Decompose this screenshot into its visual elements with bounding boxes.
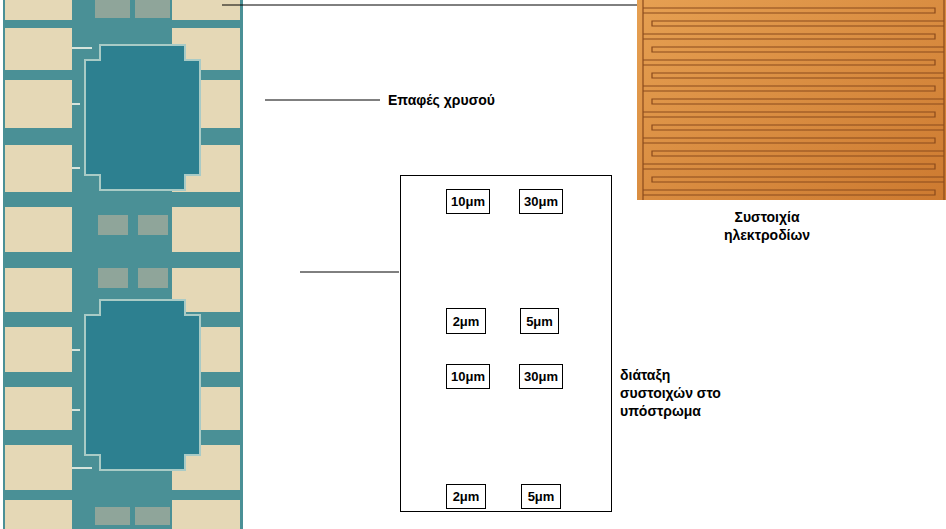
size-label: 5μm [528,489,555,504]
size-label: 5μm [526,314,553,329]
leader-line [222,5,637,6]
array-size-box: 5μm [520,308,559,334]
array-size-box: 10μm [446,189,490,214]
electrode-area [85,45,200,190]
gold-pads [5,0,240,529]
array-size-box: 30μm [519,189,563,214]
array-size-box: 30μm [519,364,563,389]
array-size-box: 2μm [446,308,486,334]
size-label: 30μm [524,369,558,384]
layout-heading: διάταξη συστοιχών στο υπόστρωμα [620,366,742,420]
interdigitated-fingers [643,0,944,200]
array-size-box: 5μm [521,484,561,509]
size-label: 2μm [453,489,480,504]
size-label: 30μm [524,194,558,209]
electrode-area [85,300,200,470]
size-label: 10μm [451,194,485,209]
size-label: 10μm [451,369,485,384]
array-size-box: 2μm [446,484,486,509]
electrode-micrograph [637,0,946,200]
chip-substrate [3,0,243,529]
size-label: 2μm [453,314,480,329]
leader-line [265,100,380,101]
leader-line [300,272,399,273]
array-pads [95,0,170,525]
array-size-box: 10μm [446,364,490,389]
callout-label: Επαφές χρυσού [388,91,495,109]
array-layout-box: διάταξη συστοιχών στο υπόστρωμα10μm30μm2… [400,175,612,512]
figure-caption: Συστοιχία ηλεκτροδίων [707,208,827,244]
